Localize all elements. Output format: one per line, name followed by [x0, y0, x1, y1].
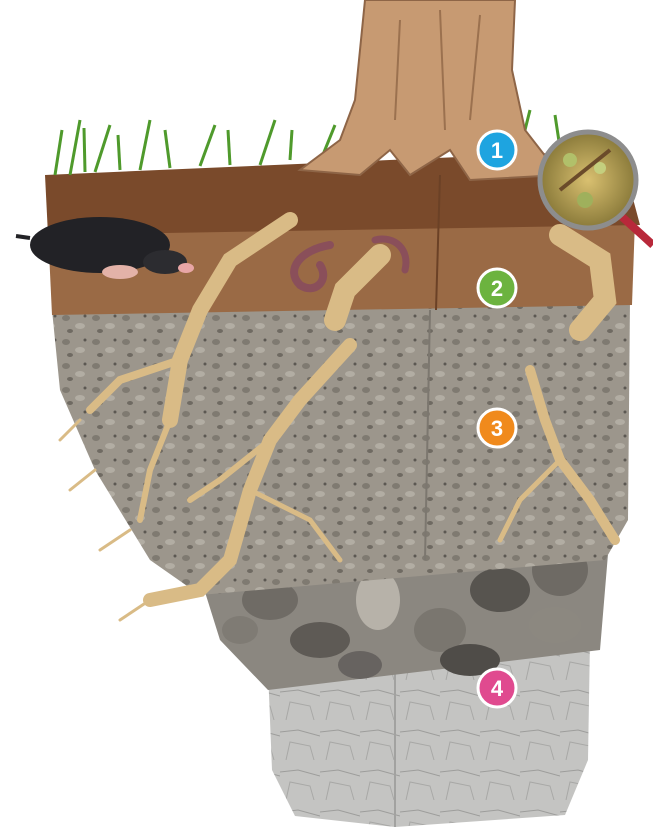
tree-trunk-icon [300, 0, 560, 180]
layer-number-1: 1 [491, 138, 503, 163]
layer-number-2: 2 [491, 276, 503, 301]
layer-marker-4: 4 [478, 669, 516, 707]
layer-number-3: 3 [491, 416, 503, 441]
layer-marker-1: 1 [478, 131, 516, 169]
layer-number-4: 4 [491, 676, 504, 701]
layer-marker-3: 3 [478, 409, 516, 447]
weathered-layer [52, 300, 630, 595]
layer-marker-2: 2 [478, 269, 516, 307]
